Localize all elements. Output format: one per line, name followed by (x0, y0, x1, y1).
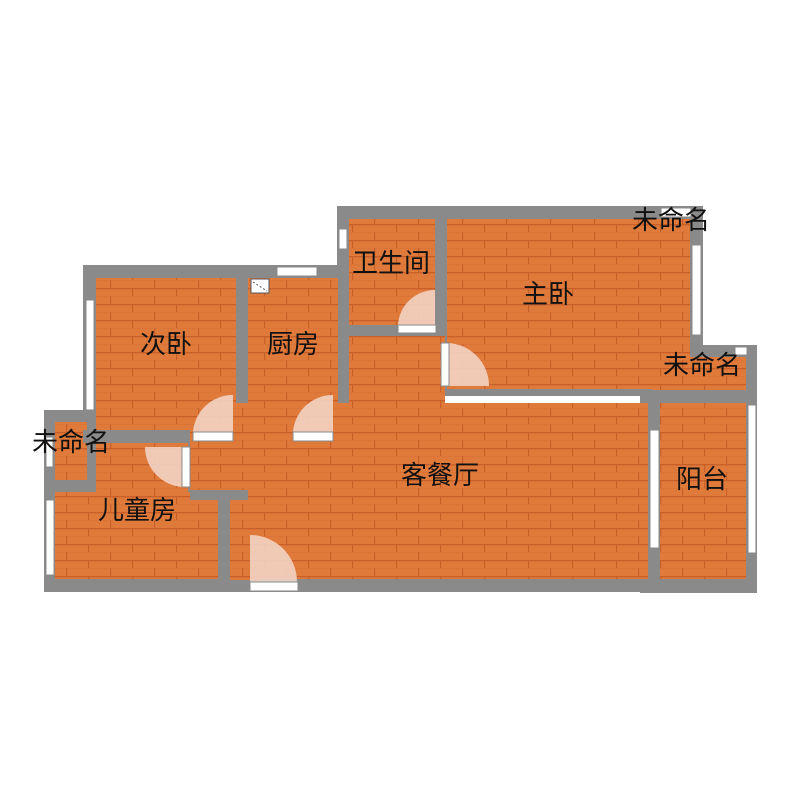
window-kids-room (45, 499, 55, 576)
floor-kids-room (55, 492, 218, 579)
door-master-bedroom[interactable] (440, 342, 489, 387)
label-unnamed-right-mid: 未命名 (663, 351, 741, 381)
window-unnamed-left (45, 436, 54, 468)
floor-balcony (660, 403, 746, 579)
window-balcony-inner (649, 429, 660, 549)
door-kitchen[interactable] (292, 394, 334, 442)
label-unnamed-top-right: 未命名 (632, 206, 710, 236)
label-kids-room: 儿童房 (98, 496, 176, 526)
door-second-bedroom[interactable] (192, 394, 234, 442)
door-entrance[interactable] (249, 535, 299, 592)
label-kitchen: 厨房 (267, 330, 319, 360)
floors (55, 219, 746, 580)
floor-unnamed-top-right (650, 219, 690, 239)
label-unnamed-left: 未命名 (32, 428, 110, 458)
label-master-bedroom: 主卧 (522, 280, 574, 310)
window-unnamed-top-right (660, 207, 692, 218)
floor-unnamed-left (55, 422, 87, 480)
label-living-dining: 客餐厅 (401, 461, 479, 491)
window-balcony (747, 404, 757, 554)
label-balcony: 阳台 (676, 465, 728, 495)
door-kids-room[interactable] (145, 446, 191, 488)
window-kitchen (276, 266, 318, 277)
floor-unnamed-right-mid (652, 357, 746, 390)
kitchen-vent-icon (250, 278, 270, 294)
window-master-bedroom (691, 244, 702, 336)
window-bathroom (338, 228, 348, 250)
room-labels: 卫生间 主卧 未命名 次卧 厨房 未命名 未命名 客餐厅 阳台 儿童房 (32, 206, 741, 526)
label-second-bedroom: 次卧 (140, 330, 192, 360)
doors (145, 289, 489, 592)
window-second-bedroom (85, 299, 95, 411)
door-bathroom[interactable] (397, 289, 437, 334)
label-bathroom: 卫生间 (352, 249, 430, 279)
floor-master-bedroom (447, 219, 690, 389)
windows (45, 207, 757, 576)
window-unnamed-right-mid (734, 346, 748, 356)
